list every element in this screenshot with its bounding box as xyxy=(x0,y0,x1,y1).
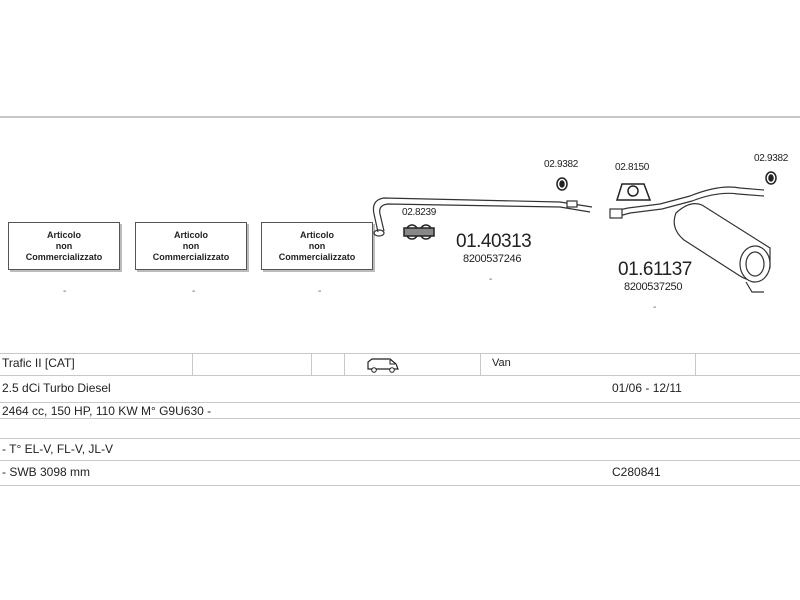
hanger-1-code: 02.9382 xyxy=(544,159,579,170)
top-divider xyxy=(0,116,800,118)
clamp-drawing xyxy=(403,224,435,240)
silencer-dot: - xyxy=(653,302,657,313)
not-available-box-3: Articolo non Commercializzato xyxy=(261,222,373,270)
na-dash-1: - xyxy=(63,286,67,297)
front-pipe-dot: - xyxy=(489,274,493,285)
na-line-3: Commercializzato xyxy=(152,251,230,262)
front-pipe-oem: 8200537246 xyxy=(463,253,522,265)
na-line-1: Articolo xyxy=(299,229,334,240)
variant-list: - T° EL-V, FL-V, JL-V xyxy=(2,442,114,456)
cell-divider xyxy=(480,354,481,376)
silencer-code: 01.61137 xyxy=(618,259,692,280)
mount-drawing xyxy=(615,183,652,201)
na-line-3: Commercializzato xyxy=(25,251,103,262)
not-available-box-2: Articolo non Commercializzato xyxy=(135,222,247,270)
front-pipe-code: 01.40313 xyxy=(456,231,532,252)
model-name: Trafic II [CAT] xyxy=(2,356,75,370)
table-row-specs: 2464 cc, 150 HP, 110 KW M° G9U630 - xyxy=(0,402,800,419)
clamp-code: 02.8239 xyxy=(402,207,437,218)
rear-silencer-drawing xyxy=(609,186,771,293)
cell-divider xyxy=(695,354,696,376)
table-row-engine: 2.5 dCi Turbo Diesel 01/06 - 12/11 xyxy=(0,375,800,403)
table-row-variants: - T° EL-V, FL-V, JL-V xyxy=(0,438,800,461)
mount-code: 02.8150 xyxy=(615,162,650,173)
na-line-2: non xyxy=(55,240,73,251)
na-line-2: non xyxy=(182,240,200,251)
na-dash-3: - xyxy=(318,286,322,297)
cell-divider xyxy=(192,354,193,376)
table-row-wheelbase: - SWB 3098 mm C280841 xyxy=(0,460,800,486)
na-line-2: non xyxy=(308,240,326,251)
na-line-1: Articolo xyxy=(46,229,81,240)
cell-divider xyxy=(311,354,312,376)
body-type: Van xyxy=(492,357,511,369)
engine-specs: 2464 cc, 150 HP, 110 KW M° G9U630 - xyxy=(2,404,212,418)
van-icon xyxy=(366,357,400,376)
engine-name: 2.5 dCi Turbo Diesel xyxy=(2,381,111,395)
hanger-2-drawing xyxy=(765,171,777,185)
na-line-3: Commercializzato xyxy=(278,251,356,262)
not-available-box-1: Articolo non Commercializzato xyxy=(8,222,120,270)
year-range: 01/06 - 12/11 xyxy=(612,381,682,395)
cell-divider xyxy=(344,354,345,376)
hanger-1-drawing xyxy=(556,177,568,191)
table-row-model: Trafic II [CAT] Van xyxy=(0,353,800,376)
na-dash-2: - xyxy=(192,286,196,297)
silencer-oem: 8200537250 xyxy=(624,281,683,293)
hanger-2-code: 02.9382 xyxy=(754,153,789,164)
na-line-1: Articolo xyxy=(173,229,208,240)
exhaust-diagram xyxy=(372,171,777,293)
reference-code: C280841 xyxy=(612,465,661,479)
wheelbase: - SWB 3098 mm xyxy=(2,465,91,479)
front-pipe-drawing xyxy=(372,197,593,237)
table-row-spacer xyxy=(0,418,800,439)
